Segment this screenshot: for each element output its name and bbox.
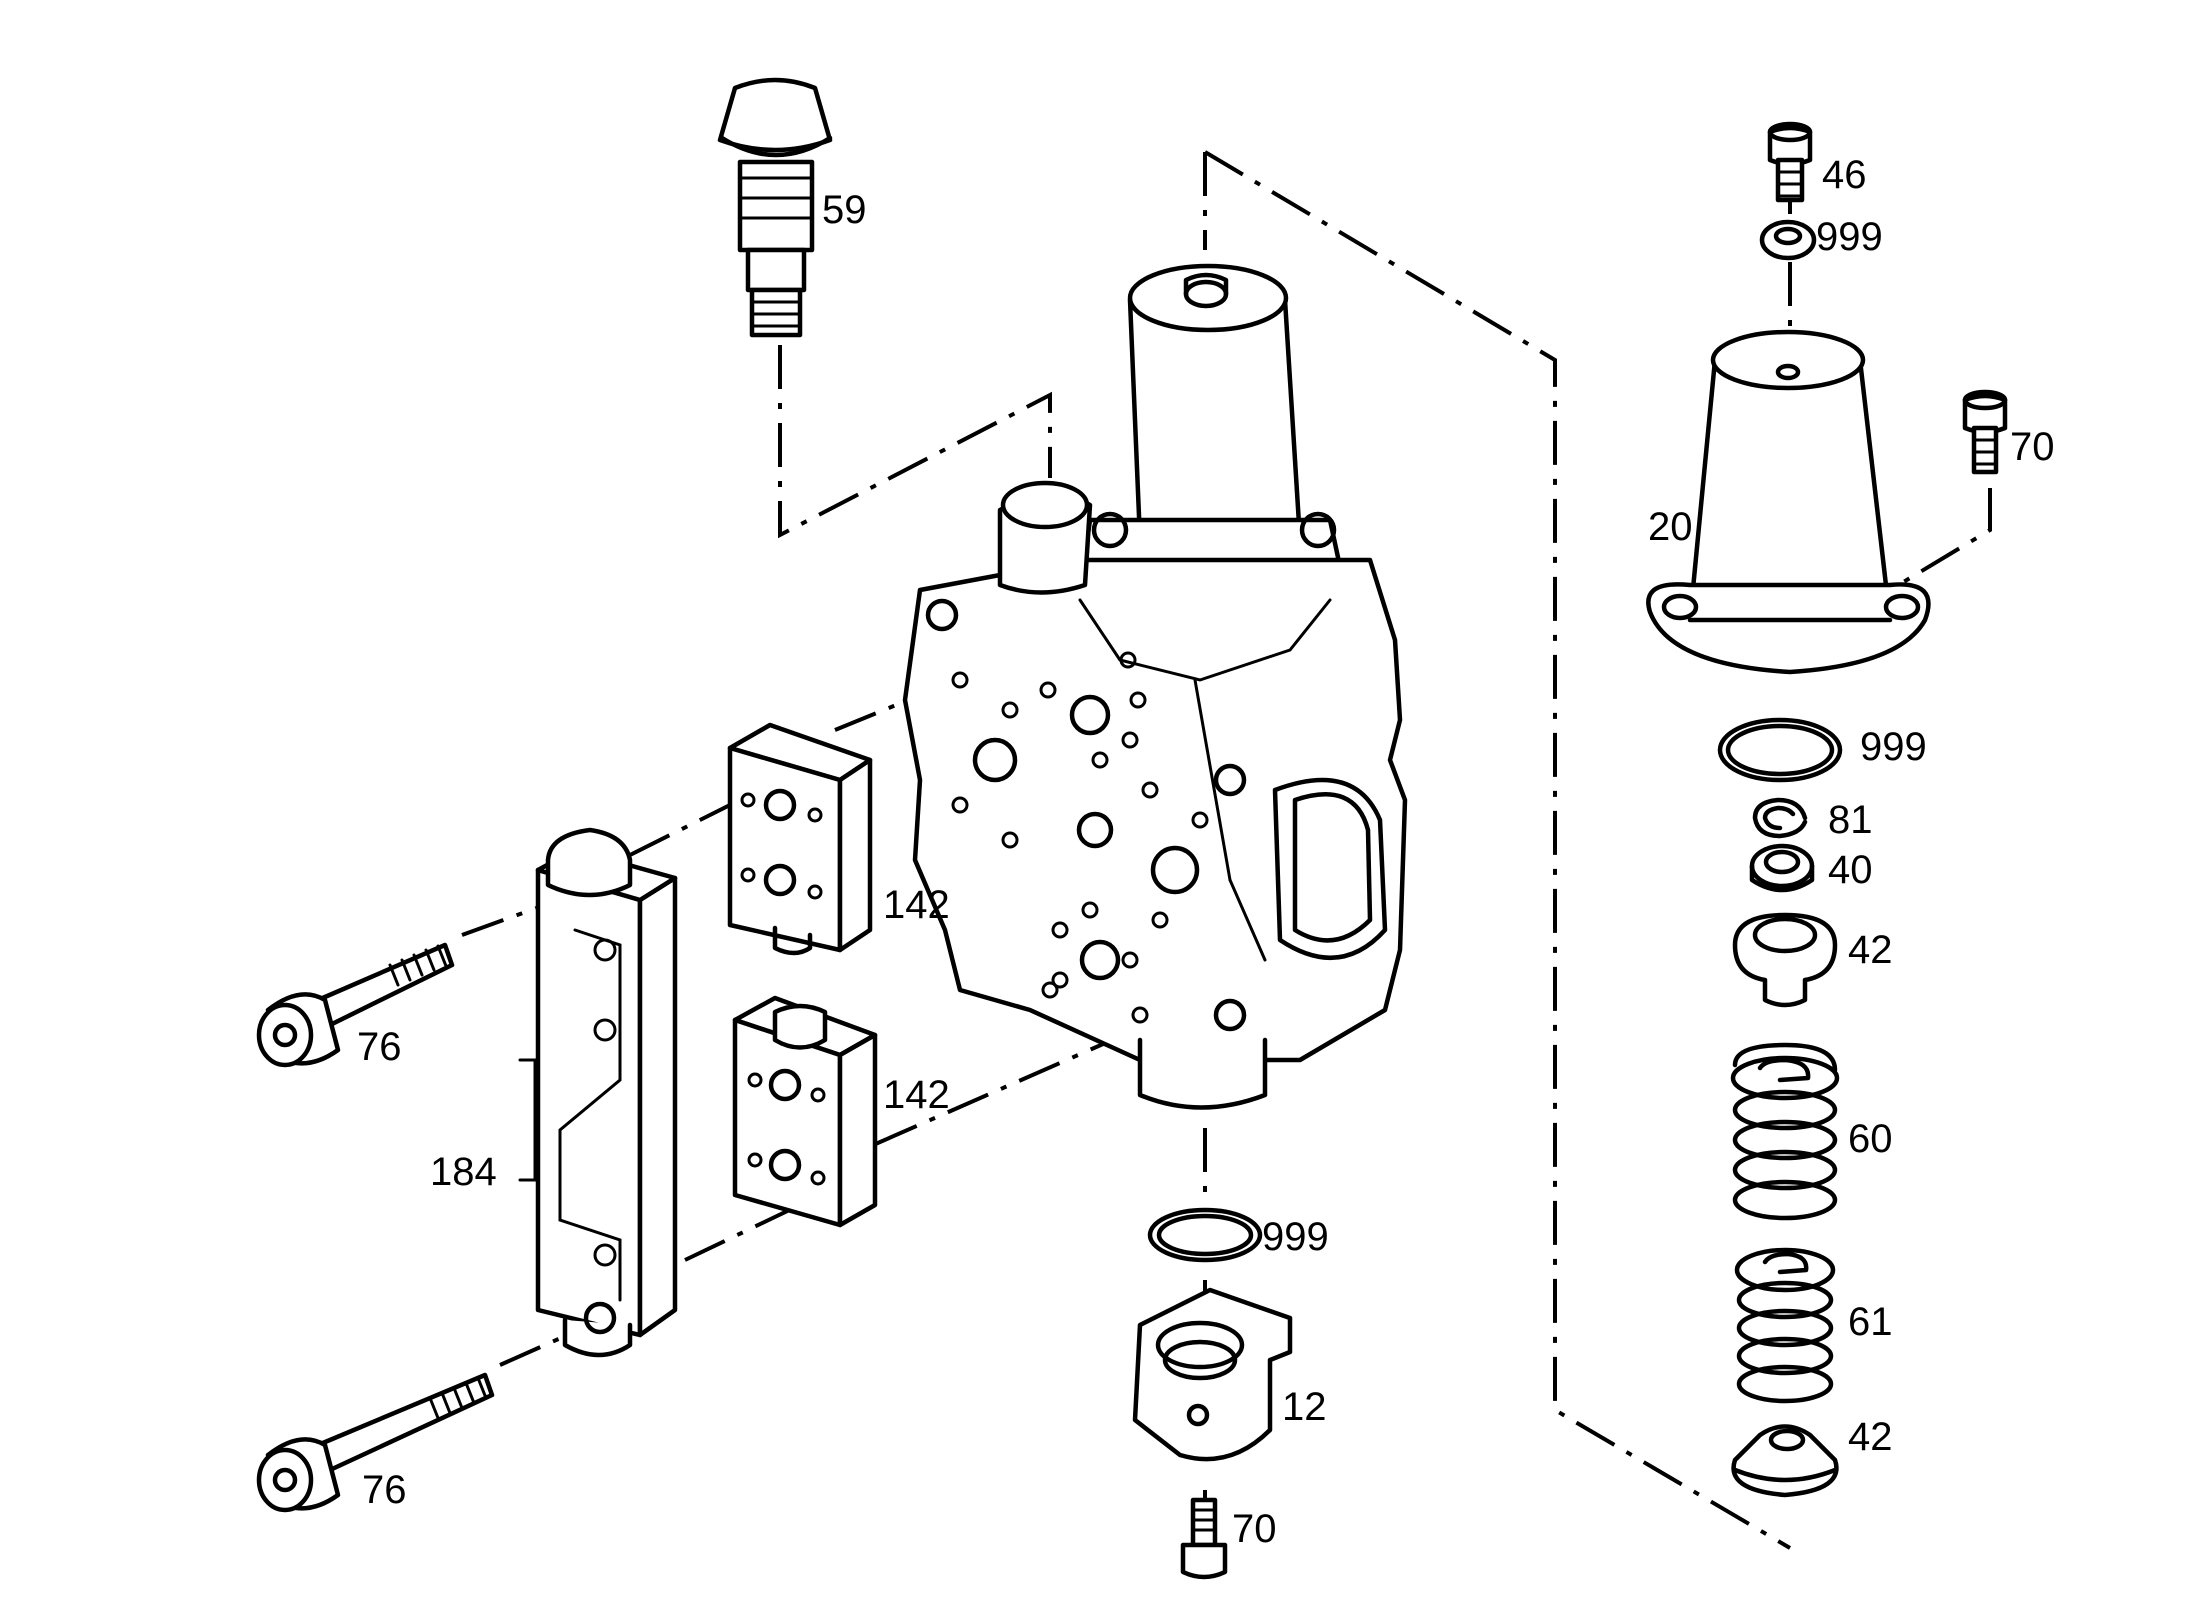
label-81: 81 (1828, 798, 1873, 842)
part-999-bottom-oring (1147, 1207, 1263, 1263)
part-labels: 59 46 999 70 20 999 81 40 42 60 61 42 14… (357, 153, 2055, 1551)
label-20: 20 (1648, 505, 1693, 549)
part-40-bushing (1749, 843, 1815, 893)
label-70-bottom: 70 (1232, 1507, 1277, 1551)
part-142-block-lower (732, 995, 878, 1228)
part-42-spring-seat-upper (1732, 912, 1838, 1008)
part-12-end-cap (1132, 1287, 1293, 1462)
part-61-spring-inner (1734, 1247, 1836, 1404)
label-999-top: 999 (1816, 215, 1883, 259)
label-142-lower: 142 (883, 1073, 950, 1117)
part-76-cap-screw-upper (256, 942, 455, 1068)
label-61: 61 (1848, 1300, 1893, 1344)
label-76-lower: 76 (362, 1468, 407, 1512)
part-70-screw-right (1962, 389, 2008, 475)
label-70-right: 70 (2010, 425, 2055, 469)
label-999-bottom: 999 (1262, 1215, 1329, 1259)
label-59: 59 (822, 188, 867, 232)
part-46-screw (1767, 121, 1813, 203)
part-184-manifold (518, 827, 678, 1358)
part-142-block-upper (727, 722, 873, 956)
label-60: 60 (1848, 1117, 1893, 1161)
part-76-cap-screw-lower (256, 1372, 495, 1513)
label-42-upper: 42 (1848, 928, 1893, 972)
main-valve-body (902, 263, 1408, 1110)
part-70-screw-bottom (1180, 1497, 1228, 1580)
body-face-holes (925, 598, 1247, 1032)
part-20-cover (1646, 329, 1931, 675)
label-999-oring: 999 (1860, 725, 1927, 769)
part-59-valve-cartridge (717, 77, 833, 338)
label-46: 46 (1822, 153, 1867, 197)
label-184: 184 (430, 1150, 497, 1194)
label-76-upper: 76 (357, 1025, 402, 1069)
label-42-lower: 42 (1848, 1415, 1893, 1459)
label-12: 12 (1282, 1385, 1327, 1429)
part-42-spring-seat-lower (1731, 1424, 1839, 1498)
part-81-snap-ring (1752, 797, 1808, 839)
part-60-spring-outer (1730, 1042, 1840, 1221)
part-999-seal-ring (1717, 717, 1843, 783)
label-142-upper: 142 (883, 883, 950, 927)
label-40: 40 (1828, 848, 1873, 892)
part-999-top-washer (1759, 219, 1817, 261)
